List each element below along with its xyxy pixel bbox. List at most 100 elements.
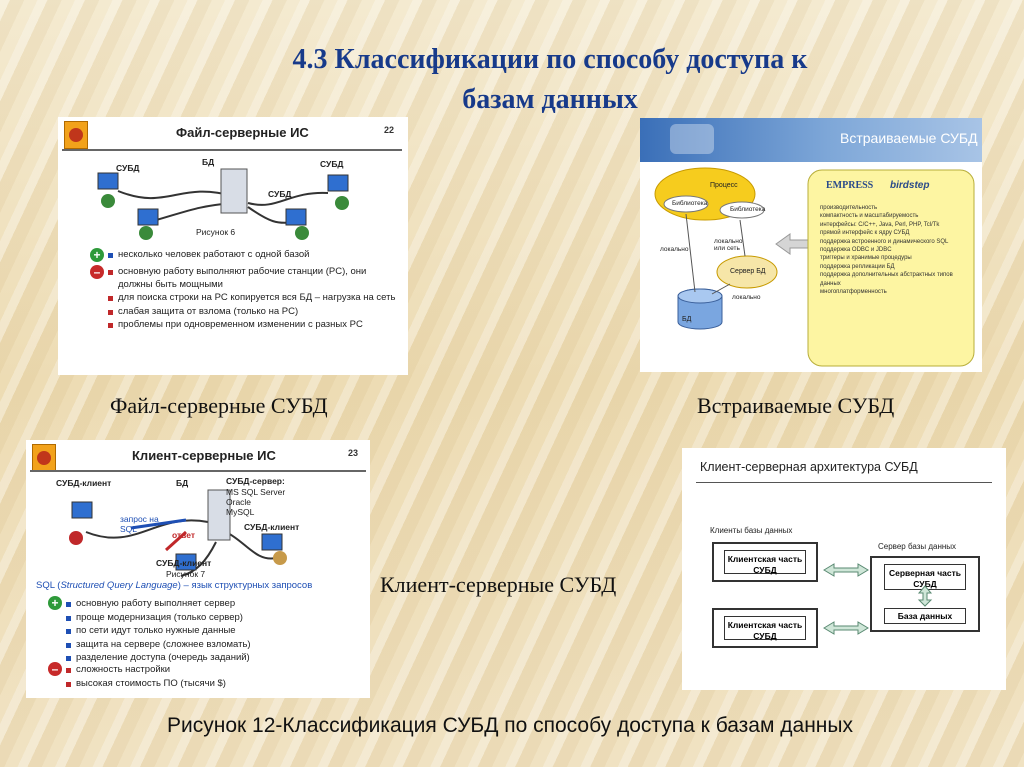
- list-item: компактность и масштабируемость: [820, 213, 919, 220]
- label-server: СУБД-сервер:: [226, 476, 285, 486]
- label-db: БД: [176, 478, 189, 488]
- label-dbms-left: СУБД: [116, 163, 140, 173]
- label-db: БД: [202, 157, 215, 167]
- brand-birdstep: birdstep: [890, 180, 930, 191]
- list-item: по сети идут только нужные данные: [64, 625, 364, 638]
- header-rule: [696, 482, 992, 483]
- minus-icon: –: [48, 662, 62, 676]
- label-client-bottom: СУБД-клиент: [156, 558, 212, 568]
- figure-label: Рисунок 7: [166, 569, 206, 579]
- list-item: высокая стоимость ПО (тысячи $): [64, 678, 364, 691]
- network-diagram: [69, 489, 287, 577]
- label-dbms-bottom: СУБД: [268, 189, 292, 199]
- list-item: поддержка дополнительных абстрактных тип…: [820, 272, 953, 287]
- divider: [62, 149, 402, 151]
- figure-label: Рисунок 6: [196, 227, 236, 237]
- figure-architecture: Клиент-серверная архитектура СУБД Клиент…: [682, 448, 1006, 690]
- sql-definition: SQL (Structured Query Language) – язык с…: [36, 580, 312, 591]
- label-server: Сервер базы данных: [878, 542, 957, 551]
- slide-title-line2: базам данных: [462, 84, 638, 115]
- figure-file-server: Файл-серверные ИС 22 СУБД БД СУБД СУБД Р…: [58, 117, 408, 375]
- list-item: MySQL: [226, 507, 255, 517]
- network-diagram: [97, 168, 349, 240]
- list-item: проще модернизация (только сервер): [64, 612, 364, 625]
- label-answer: ответ: [172, 530, 196, 540]
- sql-term: Structured Query Language: [60, 580, 178, 591]
- logo-icon: [64, 121, 88, 149]
- connector-arrows: [823, 563, 933, 635]
- slide-number: 22: [384, 125, 395, 135]
- label-local-1: локально: [660, 246, 689, 253]
- brand-empress: EMPRESS: [826, 180, 874, 191]
- caption-embedded: Встраиваемые СУБД: [697, 393, 895, 418]
- caption-client-server: Клиент-серверные СУБД: [380, 572, 617, 597]
- database-label: База данных: [897, 611, 953, 621]
- pros-list: несколько человек работают с одной базой: [106, 249, 402, 263]
- list-item: для поиска строки на PC копируется вся Б…: [106, 292, 402, 305]
- logo-icon: [670, 124, 714, 154]
- server-box: Серверная часть СУБД База данных: [870, 556, 980, 632]
- label-local-net: локально или сеть: [714, 238, 743, 252]
- plus-icon: +: [90, 248, 104, 262]
- logo-icon: [32, 444, 56, 472]
- list-item: интерфейсы: C/C++, Java, Perl, PHP, Tcl/…: [820, 221, 940, 228]
- figure-client-server: Клиент-серверные ИС 23 СУБД-клиент БД СУ…: [26, 440, 370, 698]
- list-item: прямой интерфейс к ядру СУБД: [820, 230, 910, 237]
- divider: [30, 470, 366, 472]
- database-box: База данных: [884, 608, 966, 624]
- cons-list: основную работу выполняют рабочие станци…: [106, 266, 402, 333]
- label-db: БД: [682, 316, 692, 323]
- list-item: Oracle: [226, 497, 252, 507]
- slide-number: 23: [348, 448, 359, 458]
- embedded-diagram: [654, 167, 975, 367]
- sql-prefix: SQL (: [36, 580, 61, 591]
- list-item: многоплатформенность: [820, 289, 887, 296]
- list-item: проблемы при одновременном изменении с р…: [106, 319, 402, 332]
- list-item: основную работу выполняют рабочие станци…: [106, 266, 402, 291]
- list-item: несколько человек работают с одной базой: [106, 249, 402, 262]
- label-client-right: СУБД-клиент: [244, 522, 300, 532]
- client-part-1-label: Клиентская часть СУБД: [727, 554, 803, 575]
- pros-list: основную работу выполняет сервер проще м…: [64, 598, 364, 666]
- label-local-2: локально: [732, 294, 761, 301]
- list-item: MS SQL Server: [226, 487, 286, 497]
- figure-heading: Клиент-серверная архитектура СУБД: [700, 460, 918, 474]
- list-item: поддержка встроенного и динамического SQ…: [820, 238, 949, 245]
- label-client-top: СУБД-клиент: [56, 478, 112, 488]
- figure-heading: Встраиваемые СУБД: [840, 130, 978, 146]
- list-item: защита на сервере (сложнее взломать): [64, 639, 364, 652]
- label-server-db: Сервер БД: [730, 268, 766, 275]
- figure-heading: Файл-серверные ИС: [176, 125, 309, 140]
- plus-icon: +: [48, 596, 62, 610]
- figure-heading: Клиент-серверные ИС: [132, 448, 276, 463]
- client-part-1: Клиентская часть СУБД: [724, 550, 806, 575]
- list-item: поддержка ODBC и JDBC: [820, 247, 892, 254]
- slide-title: 4.3 Классификации по способу доступа к б…: [170, 40, 930, 120]
- label-library-2: Библиотека: [730, 206, 766, 213]
- client-box-2: Клиентская часть СУБД: [712, 608, 818, 648]
- list-item: слабая защита от взлома (только на PC): [106, 306, 402, 319]
- label-dbms-right: СУБД: [320, 159, 344, 169]
- list-item: поддержка репликации БД: [820, 263, 895, 270]
- minus-icon: –: [90, 265, 104, 279]
- embedded-header: [640, 118, 982, 162]
- list-item: сложность настройки: [64, 664, 364, 677]
- caption-file-server: Файл-серверные СУБД: [110, 393, 328, 418]
- slide-title-line1: 4.3 Классификации по способу доступа к: [292, 44, 808, 75]
- cons-list: сложность настройки высокая стоимость ПО…: [64, 664, 364, 691]
- list-item: производительность: [820, 205, 878, 211]
- label-process: Процесс: [710, 182, 738, 189]
- label-request: запрос на SQL: [120, 514, 159, 534]
- server-list: MS SQL Server Oracle MySQL: [226, 487, 285, 517]
- bottom-caption: Рисунок 12-Классификация СУБД по способу…: [167, 714, 853, 737]
- client-box-1: Клиентская часть СУБД: [712, 542, 818, 582]
- label-library-1: Библиотека: [672, 200, 708, 207]
- list-item: триггеры и хранимые процедуры: [820, 255, 912, 262]
- server-part-label: Серверная часть СУБД: [888, 568, 962, 589]
- list-item: разделение доступа (очередь заданий): [64, 652, 364, 665]
- features-list: производительность компактность и масшта…: [820, 204, 970, 296]
- client-part-2-label: Клиентская часть СУБД: [727, 620, 803, 641]
- client-part-2: Клиентская часть СУБД: [724, 616, 806, 641]
- label-clients: Клиенты базы данных: [710, 526, 793, 535]
- list-item: основную работу выполняет сервер: [64, 598, 364, 611]
